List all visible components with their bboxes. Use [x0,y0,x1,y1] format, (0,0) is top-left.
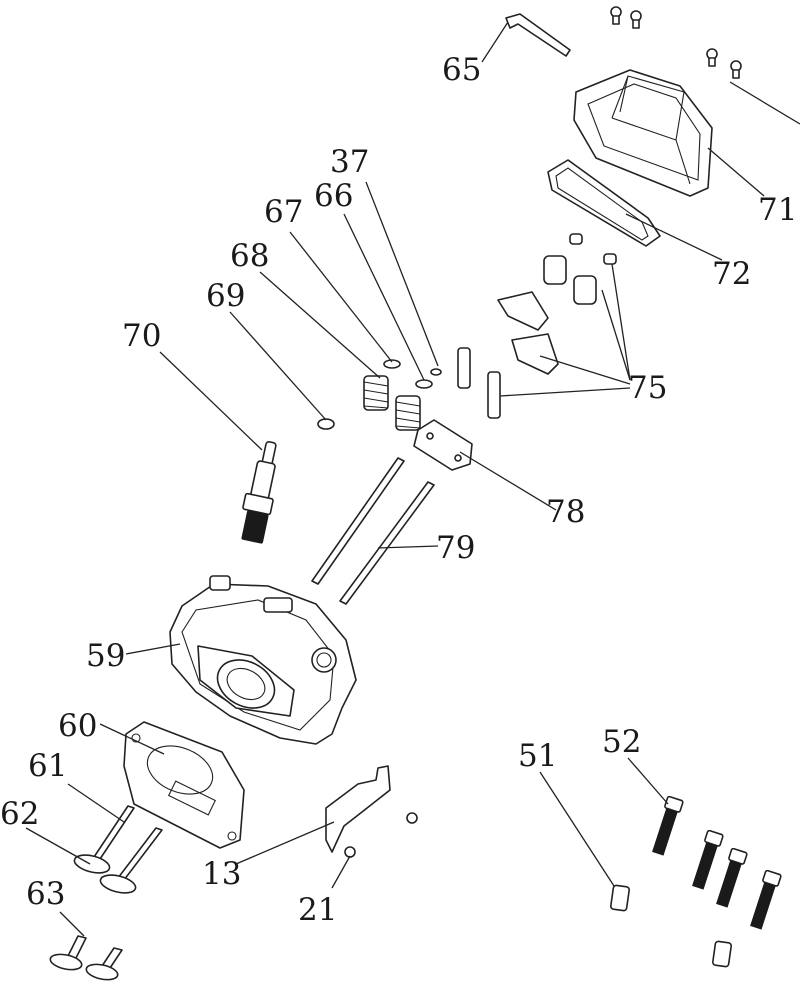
callout-72: 72 [712,256,751,292]
callout-78: 78 [546,494,585,530]
callout-labels: 65 71 72 37 66 67 68 69 70 75 78 79 59 6… [0,52,797,928]
part-79-push-rods [311,457,435,605]
callout-59: 59 [86,638,125,674]
callout-51: 51 [518,738,557,774]
callout-21: 21 [298,892,337,928]
part-63-valve-parts [49,935,123,981]
part-72-cover-gasket [547,159,661,247]
callout-79: 79 [436,530,475,566]
leader-lines [25,21,800,937]
callout-69: 69 [206,278,245,314]
part-51-dowel-pins [609,884,733,968]
part-75-rocker-group [457,233,617,419]
part-70-spark-plug [241,440,277,544]
part-71-valve-cover [573,69,713,197]
callout-66: 66 [314,178,353,214]
callout-13: 13 [202,856,241,892]
part-59-cylinder-head [169,575,357,745]
callout-37: 37 [330,144,369,180]
spring-67 [395,395,421,431]
part-78-guide-plate [413,419,473,471]
callout-71: 71 [758,192,797,228]
part-13-bracket [325,765,418,858]
part-65-allen-key [505,13,571,57]
part-61-62-valves [73,805,163,894]
callout-63: 63 [26,876,65,912]
callout-75: 75 [628,370,667,406]
callout-65: 65 [442,52,481,88]
callout-62: 62 [0,796,39,832]
callout-70: 70 [122,318,161,354]
spring-68 [363,375,389,411]
callout-61: 61 [28,748,67,784]
screw-group-top [610,6,742,79]
callout-60: 60 [58,708,97,744]
part-60-head-gasket [123,721,245,849]
valve-springs [317,359,442,431]
callout-67: 67 [264,194,303,230]
callout-68: 68 [230,238,269,274]
callout-52: 52 [602,724,641,760]
part-52-head-bolts [652,795,782,930]
